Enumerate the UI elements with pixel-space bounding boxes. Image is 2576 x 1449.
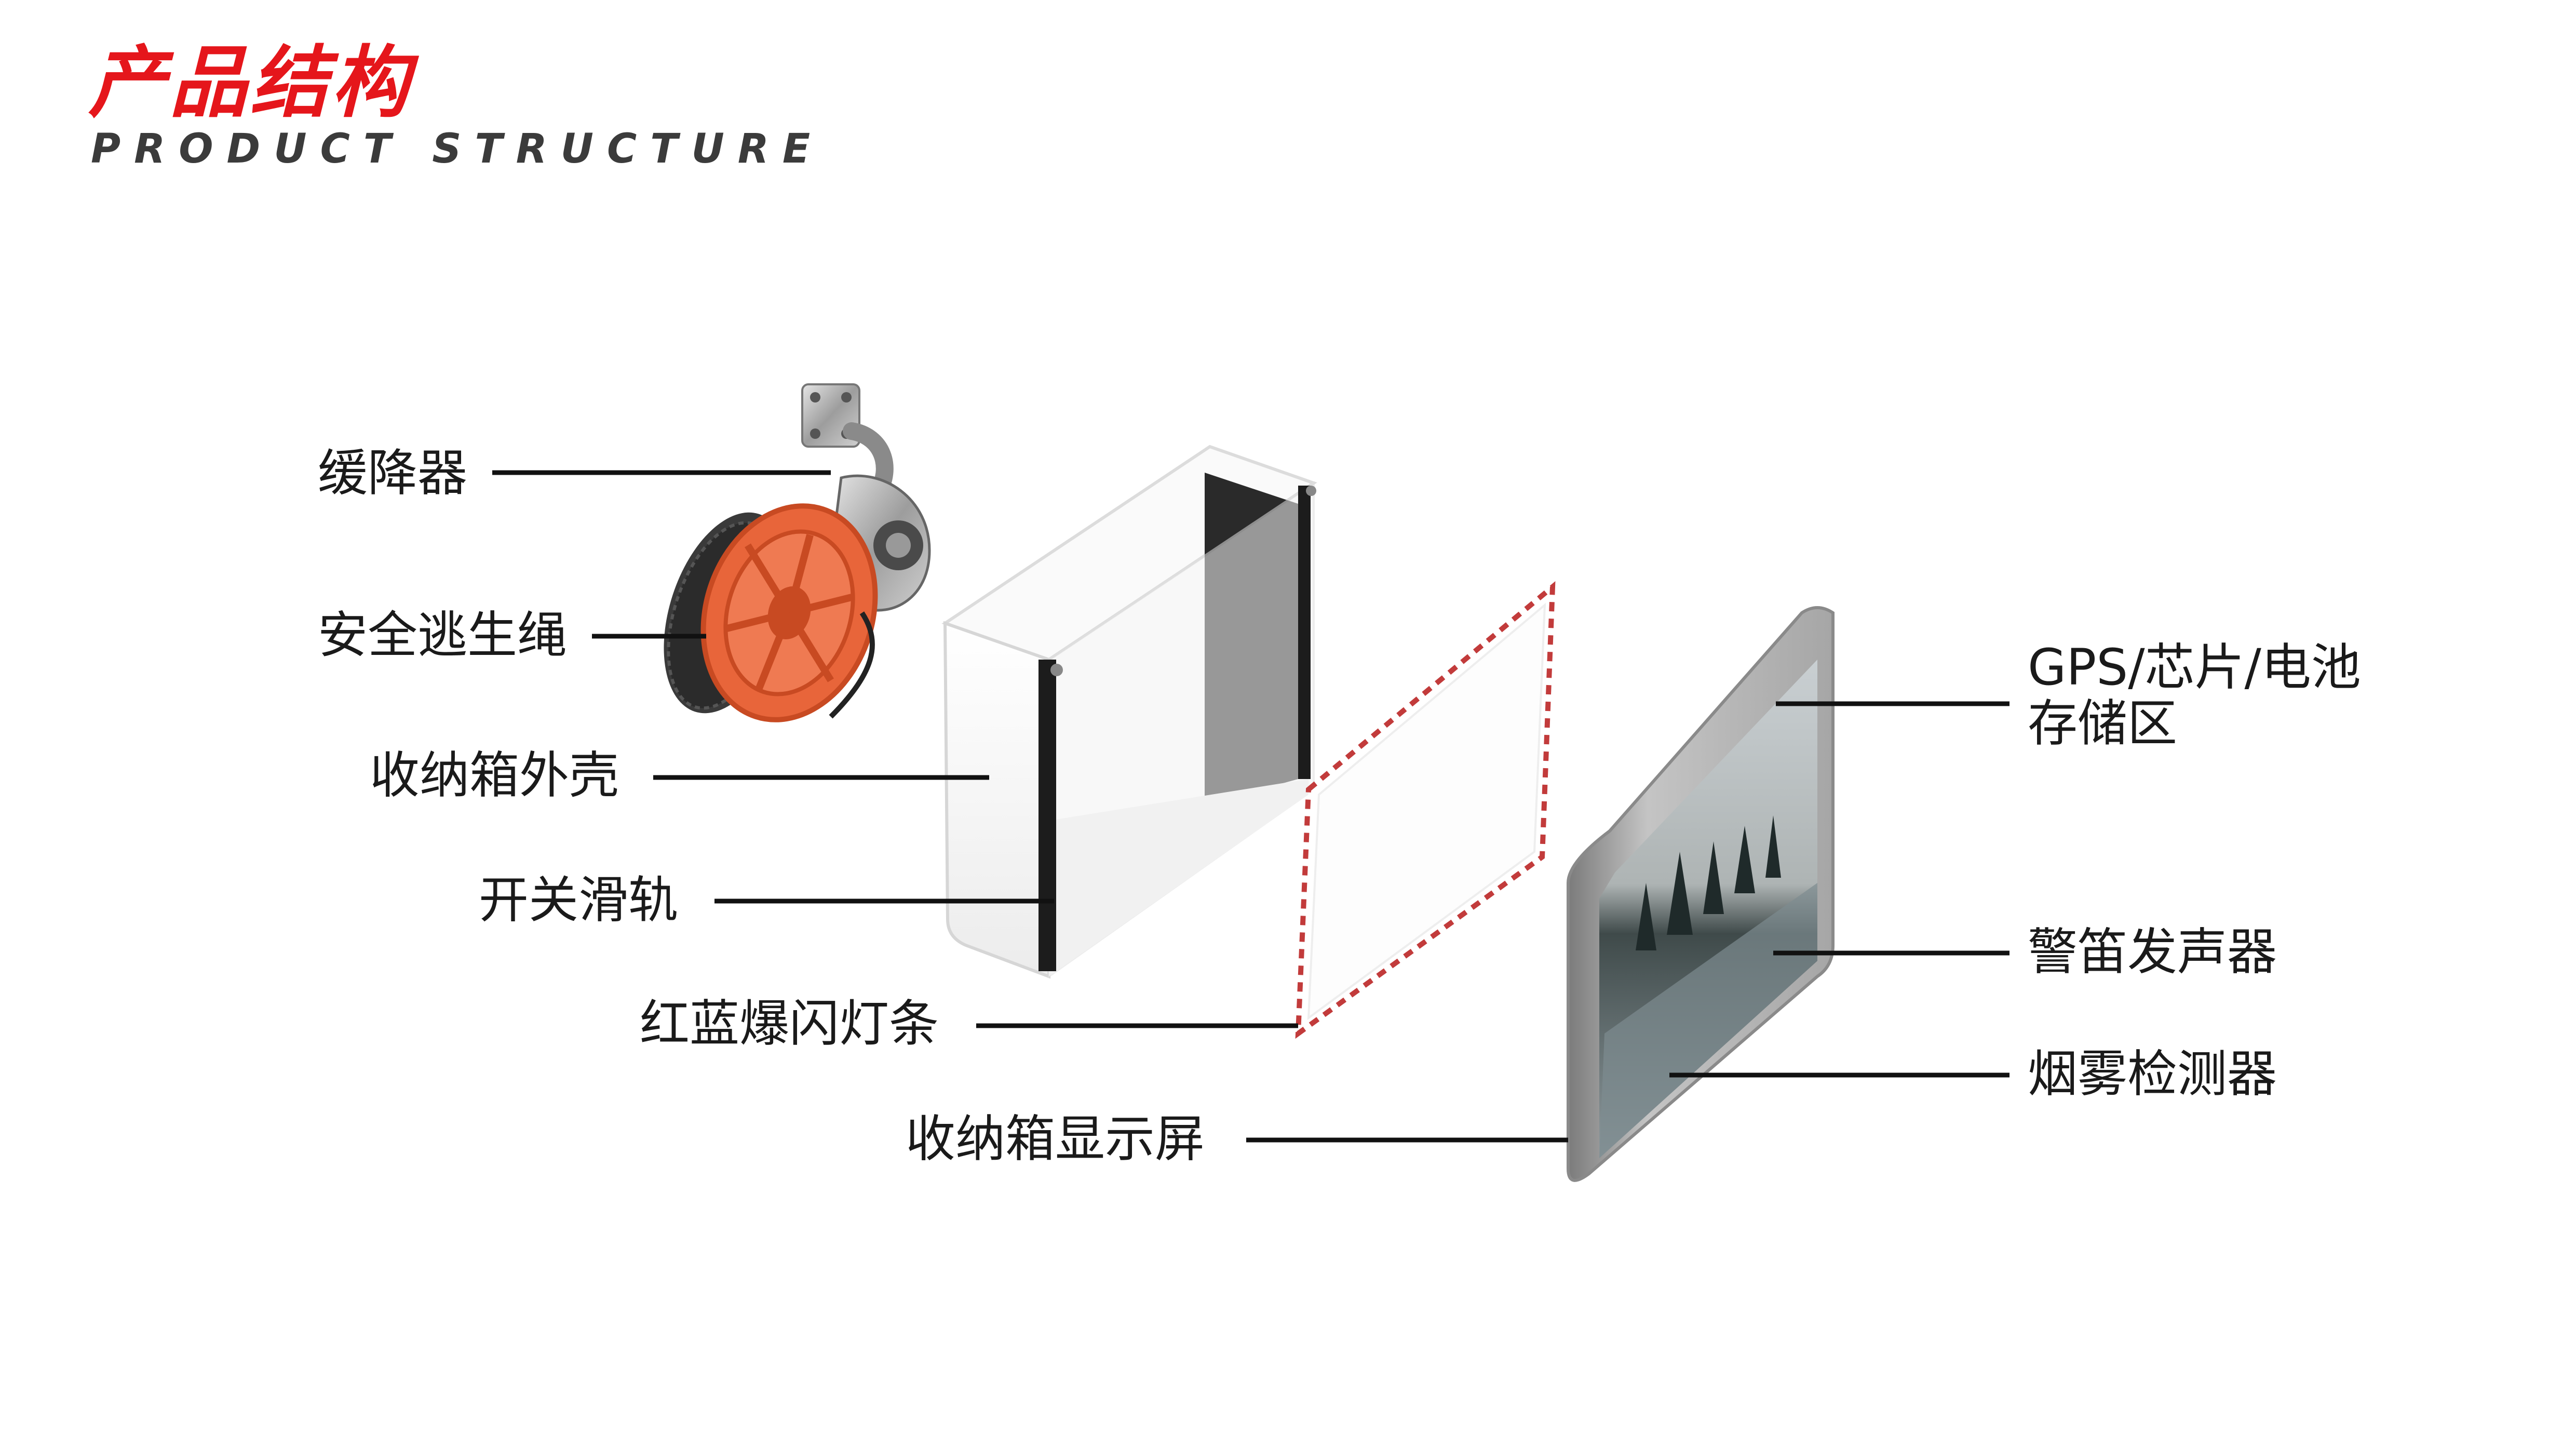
- display-screen: [1567, 606, 1835, 1182]
- switch-rail: [1039, 486, 1316, 971]
- label-siren: 警笛发声器: [2028, 923, 2277, 981]
- rope-reel: [664, 503, 878, 722]
- label-descender: 缓降器: [318, 444, 467, 502]
- label-rope: 安全逃生绳: [318, 606, 567, 664]
- leader-lines: [492, 470, 2009, 1143]
- page-title-cn: 产品结构: [88, 38, 413, 128]
- label-gps-line2: 存储区: [2028, 694, 2177, 753]
- page-title-en: PRODUCT STRUCTURE: [91, 126, 824, 172]
- label-light-strip: 红蓝爆闪灯条: [640, 995, 939, 1053]
- label-shell: 收纳箱外壳: [370, 746, 619, 804]
- label-display: 收纳箱显示屏: [906, 1110, 1205, 1168]
- label-gps: GPS/芯片/电池 存储区: [2028, 638, 2361, 753]
- label-gps-line1: GPS/芯片/电池: [2028, 638, 2361, 696]
- label-smoke: 烟雾检测器: [2028, 1045, 2277, 1103]
- label-rail: 开关滑轨: [479, 871, 678, 929]
- storage-box-shell: [941, 445, 1317, 979]
- light-strip: [1295, 581, 1556, 1039]
